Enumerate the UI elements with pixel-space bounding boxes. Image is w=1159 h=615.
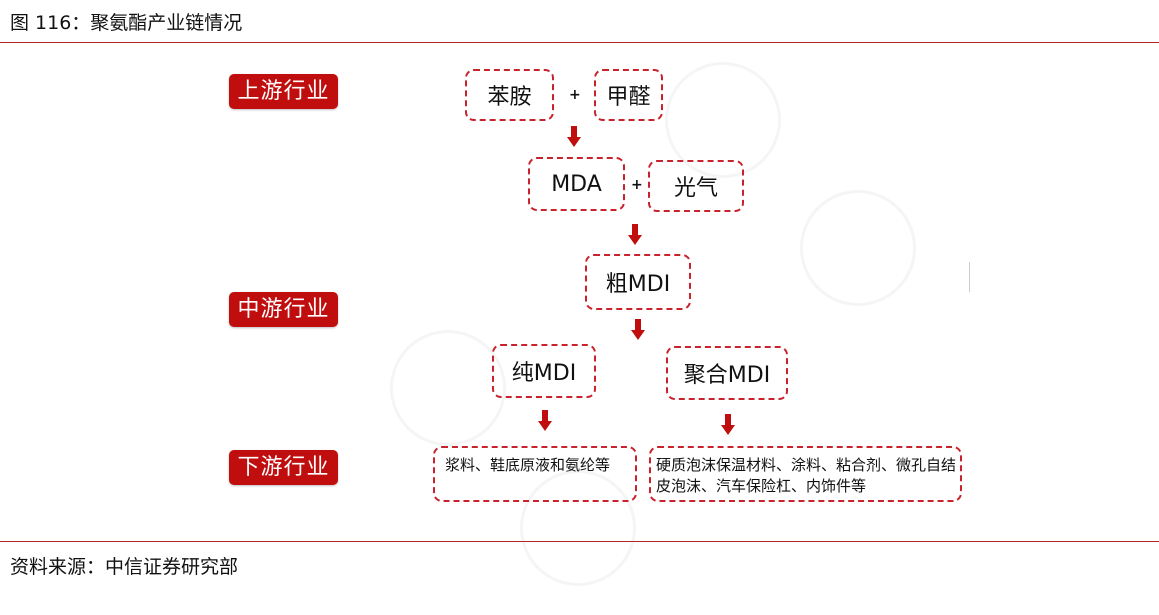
- watermark-logo: [665, 62, 781, 178]
- arrow-down: [721, 414, 735, 436]
- arrow-down: [567, 126, 581, 148]
- top-rule: [0, 42, 1159, 43]
- node-polymeric-mdi-uses: 硬质泡沫保温材料、涂料、粘合剂、微孔自结皮泡沫、汽车保险杠、内饰件等: [649, 446, 962, 502]
- node-crude-mdi: 粗MDI: [585, 254, 691, 310]
- node-aniline: 苯胺: [465, 69, 554, 121]
- arrow-down: [631, 319, 645, 341]
- watermark-logo: [390, 330, 506, 446]
- tick-mark: [969, 262, 970, 292]
- arrow-down: [538, 410, 552, 432]
- node-formaldehyde: 甲醛: [594, 69, 663, 121]
- node-mda: MDA: [528, 157, 625, 211]
- bottom-rule: [0, 541, 1159, 542]
- watermark-logo: [520, 470, 636, 586]
- watermark-logo: [800, 190, 916, 306]
- stage-upstream-tag: 上游行业: [229, 74, 338, 109]
- stage-midstream-tag: 中游行业: [229, 292, 338, 327]
- source-note: 资料来源：中信证券研究部: [10, 556, 239, 578]
- stage-downstream-tag: 下游行业: [229, 450, 338, 485]
- node-polymeric-mdi: 聚合MDI: [666, 346, 788, 400]
- node-phosgene: 光气: [648, 160, 744, 212]
- arrow-down: [628, 224, 642, 246]
- node-pure-mdi-uses: 浆料、鞋底原液和氨纶等: [433, 446, 637, 502]
- figure-title: 图 116：聚氨酯产业链情况: [10, 12, 243, 34]
- node-pure-mdi: 纯MDI: [492, 344, 596, 398]
- plus-sign: +: [569, 87, 581, 103]
- plus-sign: +: [631, 177, 643, 193]
